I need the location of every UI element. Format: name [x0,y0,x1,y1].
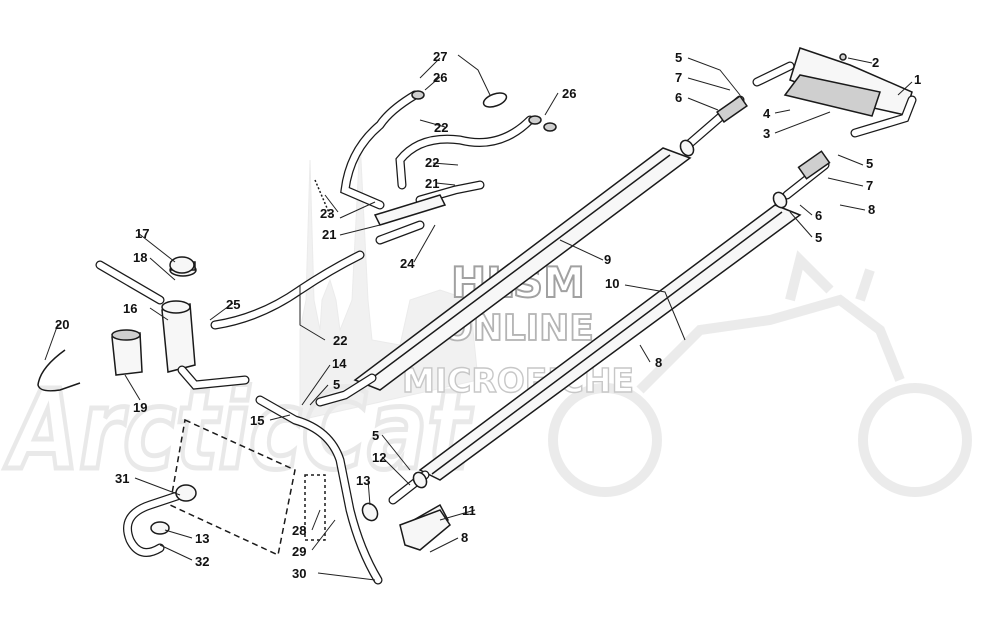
callout-5-right: 5 [866,156,873,171]
callout-8-mid: 8 [655,355,662,370]
watermark-line3: MICROFICHE [402,361,634,400]
callout-3: 3 [763,126,770,141]
callout-17: 17 [135,226,149,241]
callout-26-left: 26 [433,70,447,85]
callout-2: 2 [872,55,879,70]
callout-18: 18 [133,250,147,265]
callout-13-bottom: 13 [195,531,209,546]
callout-8-right: 8 [868,202,875,217]
callout-22-mid: 22 [425,155,439,170]
callout-21-upper: 21 [425,176,439,191]
callout-16: 16 [123,301,137,316]
cap-17 [169,256,195,274]
callout-7-right: 7 [866,178,873,193]
callout-15: 15 [250,413,264,428]
callout-8-bottom: 8 [461,530,468,545]
callout-6-right: 6 [815,208,822,223]
callout-12: 12 [372,450,386,465]
callout-5-top: 5 [675,50,682,65]
watermark-brand: ArcticCat [4,366,473,494]
callout-29: 29 [292,544,306,559]
callout-7-top: 7 [675,70,682,85]
fitting-manifold [373,194,447,226]
callout-14: 14 [332,356,347,371]
callout-10: 10 [605,276,619,291]
callout-6-top: 6 [675,90,682,105]
clamp-26c [543,122,557,132]
bracket-11 [399,509,451,551]
callout-26-right: 26 [562,86,576,101]
clamp-13 [150,521,170,535]
callout-30: 30 [292,566,306,581]
callout-labels: 1 2 3 4 5 5 5 5 5 6 6 7 7 8 8 8 9 10 11 … [55,49,921,581]
callout-32: 32 [195,554,209,569]
watermark-motorcycle [548,250,972,497]
lower-heat-exchanger-tube [418,150,831,481]
callout-5-mid: 5 [333,377,340,392]
callout-21-lower: 21 [322,227,336,242]
radiator-outline [169,418,296,557]
callout-5-right-lower: 5 [815,230,822,245]
hose-22-upper-b [395,115,535,190]
callout-9: 9 [604,252,611,267]
clamp-26a [411,90,425,100]
callout-4: 4 [763,106,771,121]
callout-1: 1 [914,72,921,87]
leader-lines [44,54,913,581]
callout-22-top: 22 [434,120,448,135]
upper-heat-exchanger-tube [353,95,748,391]
callout-19: 19 [133,400,147,415]
callout-28: 28 [292,523,306,538]
callout-5-lower: 5 [372,428,379,443]
reservoir-19 [111,329,143,376]
callout-25: 25 [226,297,240,312]
parts [37,47,917,585]
callout-20: 20 [55,317,69,332]
callout-27: 27 [433,49,447,64]
callout-24: 24 [400,256,415,271]
fitting-31 [175,484,197,502]
callout-11: 11 [462,503,476,518]
clamp-26b [528,115,542,125]
callout-23: 23 [320,206,334,221]
spring-28 [304,474,326,541]
clamp-27 [482,92,508,108]
callout-31: 31 [115,471,129,486]
rear-heat-exchanger [752,47,917,138]
bracket-20 [37,349,81,392]
callout-13-mid: 13 [356,473,370,488]
callout-22-lower: 22 [333,333,347,348]
